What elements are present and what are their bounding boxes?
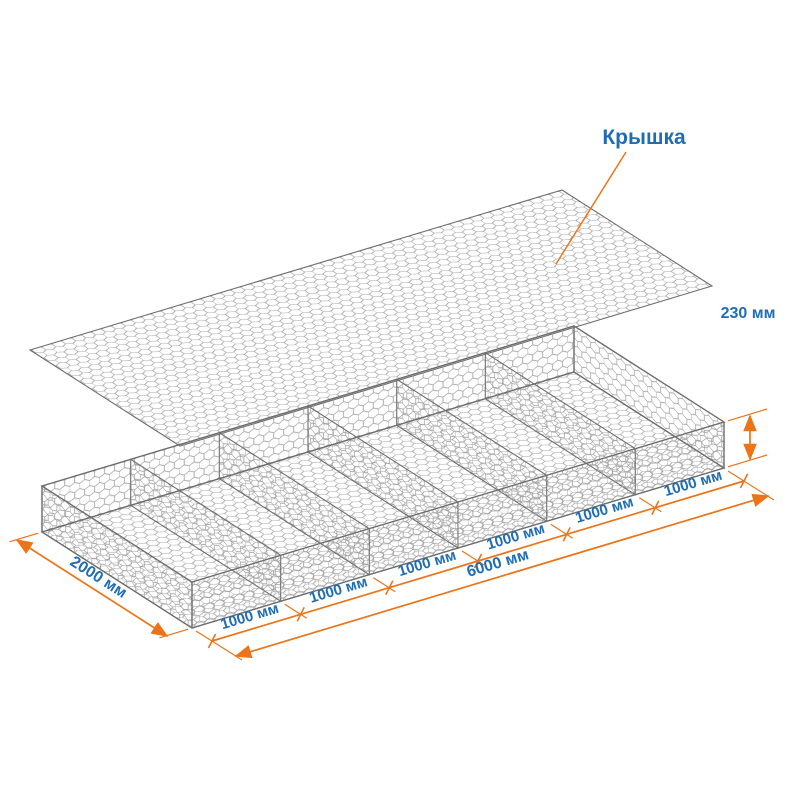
length-ext-left <box>195 630 243 661</box>
width-ext-top <box>9 532 39 543</box>
lid-callout: Крышка <box>555 126 686 265</box>
length-dimension-arrow <box>234 493 770 659</box>
width-dimension-arrow <box>15 539 169 637</box>
lid-mesh-face <box>28 189 714 447</box>
length-label: 6000 мм <box>465 546 531 581</box>
lid-leader-line <box>555 151 627 265</box>
height-ext-top <box>727 408 768 422</box>
lid-mesh-panel <box>28 189 714 447</box>
dimension-height: 230 мм <box>721 305 776 468</box>
height-ext-bottom <box>727 454 768 468</box>
lid-label: Крышка <box>602 126 686 149</box>
height-label: 230 мм <box>721 305 776 322</box>
